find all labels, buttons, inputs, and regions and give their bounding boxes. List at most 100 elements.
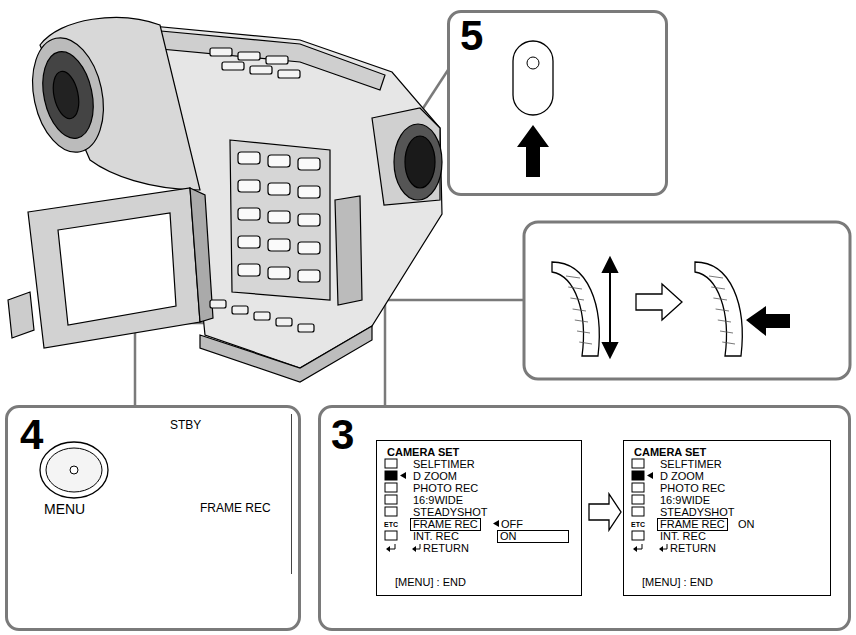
menu-button-illustration bbox=[40, 442, 108, 498]
camcorder-body bbox=[238, 152, 260, 164]
menu-button-illustration bbox=[70, 466, 78, 474]
transition-arrow bbox=[589, 494, 621, 530]
menu-icons bbox=[632, 507, 644, 516]
dial-panel bbox=[575, 320, 588, 322]
camcorder-body bbox=[8, 292, 34, 338]
menu-screen: CAMERA SETSELFTIMERD ZOOMPHOTO REC16:9WI… bbox=[623, 440, 831, 596]
screen-text: SELFTIMER bbox=[660, 459, 722, 470]
menu-icons bbox=[632, 471, 644, 480]
camcorder-body bbox=[238, 52, 260, 60]
screen-text: 16:9WIDE bbox=[660, 495, 710, 506]
step-panel: 3CAMERA SETSELFTIMERD ZOOMPHOTO REC16:9W… bbox=[318, 405, 851, 631]
step-panel: 5 bbox=[447, 10, 668, 196]
leader-lines bbox=[384, 300, 387, 406]
screen-text: ON bbox=[500, 531, 566, 542]
menu-icons bbox=[385, 495, 397, 504]
screen-text: SELFTIMER bbox=[413, 459, 475, 470]
camcorder-body bbox=[35, 47, 100, 143]
selected-item-box: FRAME REC bbox=[410, 518, 481, 531]
step-number: 4 bbox=[20, 414, 43, 456]
camcorder-body bbox=[23, 31, 114, 159]
screen-text: ON bbox=[738, 519, 755, 530]
screen-text: PHOTO REC bbox=[660, 483, 725, 494]
dial-panel bbox=[568, 287, 582, 289]
menu-icons bbox=[647, 472, 653, 479]
option-box: ON bbox=[497, 530, 569, 543]
dial-panel bbox=[524, 222, 850, 379]
camcorder-body bbox=[298, 242, 320, 254]
menu-icons bbox=[385, 531, 397, 540]
camcorder-body bbox=[210, 300, 226, 308]
screen-text: CAMERA SET bbox=[387, 447, 459, 458]
selected-item-box: FRAME REC bbox=[657, 518, 728, 531]
camcorder-body bbox=[238, 152, 320, 282]
dial-panel bbox=[716, 309, 729, 311]
dial-panel bbox=[573, 309, 586, 311]
camcorder-body bbox=[238, 264, 260, 276]
screen-text: RETURN bbox=[423, 543, 469, 554]
record-button-illustration bbox=[527, 57, 539, 69]
camcorder-body bbox=[58, 213, 176, 325]
camcorder-body bbox=[268, 155, 290, 167]
screen-text: STEADYSHOT bbox=[660, 507, 735, 518]
dial-panel bbox=[709, 276, 723, 278]
dial-panel bbox=[718, 320, 731, 322]
camcorder-body bbox=[278, 70, 300, 78]
menu-icons bbox=[632, 531, 644, 540]
screen-text: INT. REC bbox=[660, 531, 706, 542]
dial-panel bbox=[636, 284, 682, 320]
camcorder-body bbox=[298, 270, 320, 282]
screen-text: RETURN bbox=[670, 543, 716, 554]
dial-panel bbox=[552, 262, 599, 356]
menu-button-illustration bbox=[46, 448, 102, 492]
camcorder-body bbox=[150, 30, 385, 90]
step-number: 3 bbox=[331, 414, 354, 456]
screen-text: D ZOOM bbox=[413, 471, 457, 482]
screen-text: MENU bbox=[44, 502, 85, 516]
dial-panel bbox=[711, 287, 725, 289]
camcorder-body bbox=[268, 239, 290, 251]
camcorder-body bbox=[298, 324, 314, 332]
camcorder-body bbox=[232, 306, 248, 314]
camcorder-body bbox=[8, 18, 442, 382]
camcorder-body bbox=[49, 69, 82, 121]
camcorder-body bbox=[238, 180, 260, 192]
dial-panel bbox=[603, 258, 617, 272]
dial-panel bbox=[603, 343, 617, 357]
record-button-illustration bbox=[513, 41, 553, 115]
camcorder-body bbox=[238, 208, 260, 220]
dial-panel bbox=[566, 276, 592, 344]
screen-text: [MENU] : END bbox=[395, 577, 466, 588]
camcorder-body bbox=[298, 214, 320, 226]
step-panel: 4MENUSTBYFRAME REC bbox=[5, 405, 301, 631]
camcorder-body bbox=[298, 186, 320, 198]
screen-text: 16:9WIDE bbox=[413, 495, 463, 506]
menu-screen: CAMERA SETSELFTIMERD ZOOMPHOTO REC16:9WI… bbox=[376, 440, 582, 596]
dial-panel bbox=[709, 276, 735, 344]
menu-button-illustration bbox=[8, 408, 298, 628]
camcorder-body bbox=[268, 267, 290, 279]
menu-icons bbox=[659, 546, 663, 552]
camcorder-body bbox=[276, 318, 292, 326]
record-button-illustration bbox=[517, 125, 549, 177]
dial-panel bbox=[609, 270, 611, 345]
camcorder-body bbox=[200, 326, 372, 382]
menu-icons bbox=[412, 546, 416, 552]
menu-icons bbox=[385, 471, 397, 480]
camcorder-body bbox=[298, 158, 320, 170]
camcorder-body bbox=[222, 62, 244, 70]
screen-text: INT. REC bbox=[413, 531, 459, 542]
camcorder-body bbox=[210, 48, 232, 56]
camcorder-body bbox=[28, 188, 200, 348]
dial-panel bbox=[746, 306, 790, 336]
camcorder-body bbox=[238, 236, 260, 248]
dial-panel bbox=[720, 331, 733, 333]
menu-icons bbox=[632, 483, 644, 492]
camcorder-body bbox=[266, 56, 288, 64]
dial-panel bbox=[579, 342, 592, 344]
screen-text: FRAME REC bbox=[660, 519, 725, 530]
dial-panel bbox=[713, 298, 727, 300]
camcorder-body bbox=[268, 183, 290, 195]
menu-icons bbox=[385, 483, 397, 492]
